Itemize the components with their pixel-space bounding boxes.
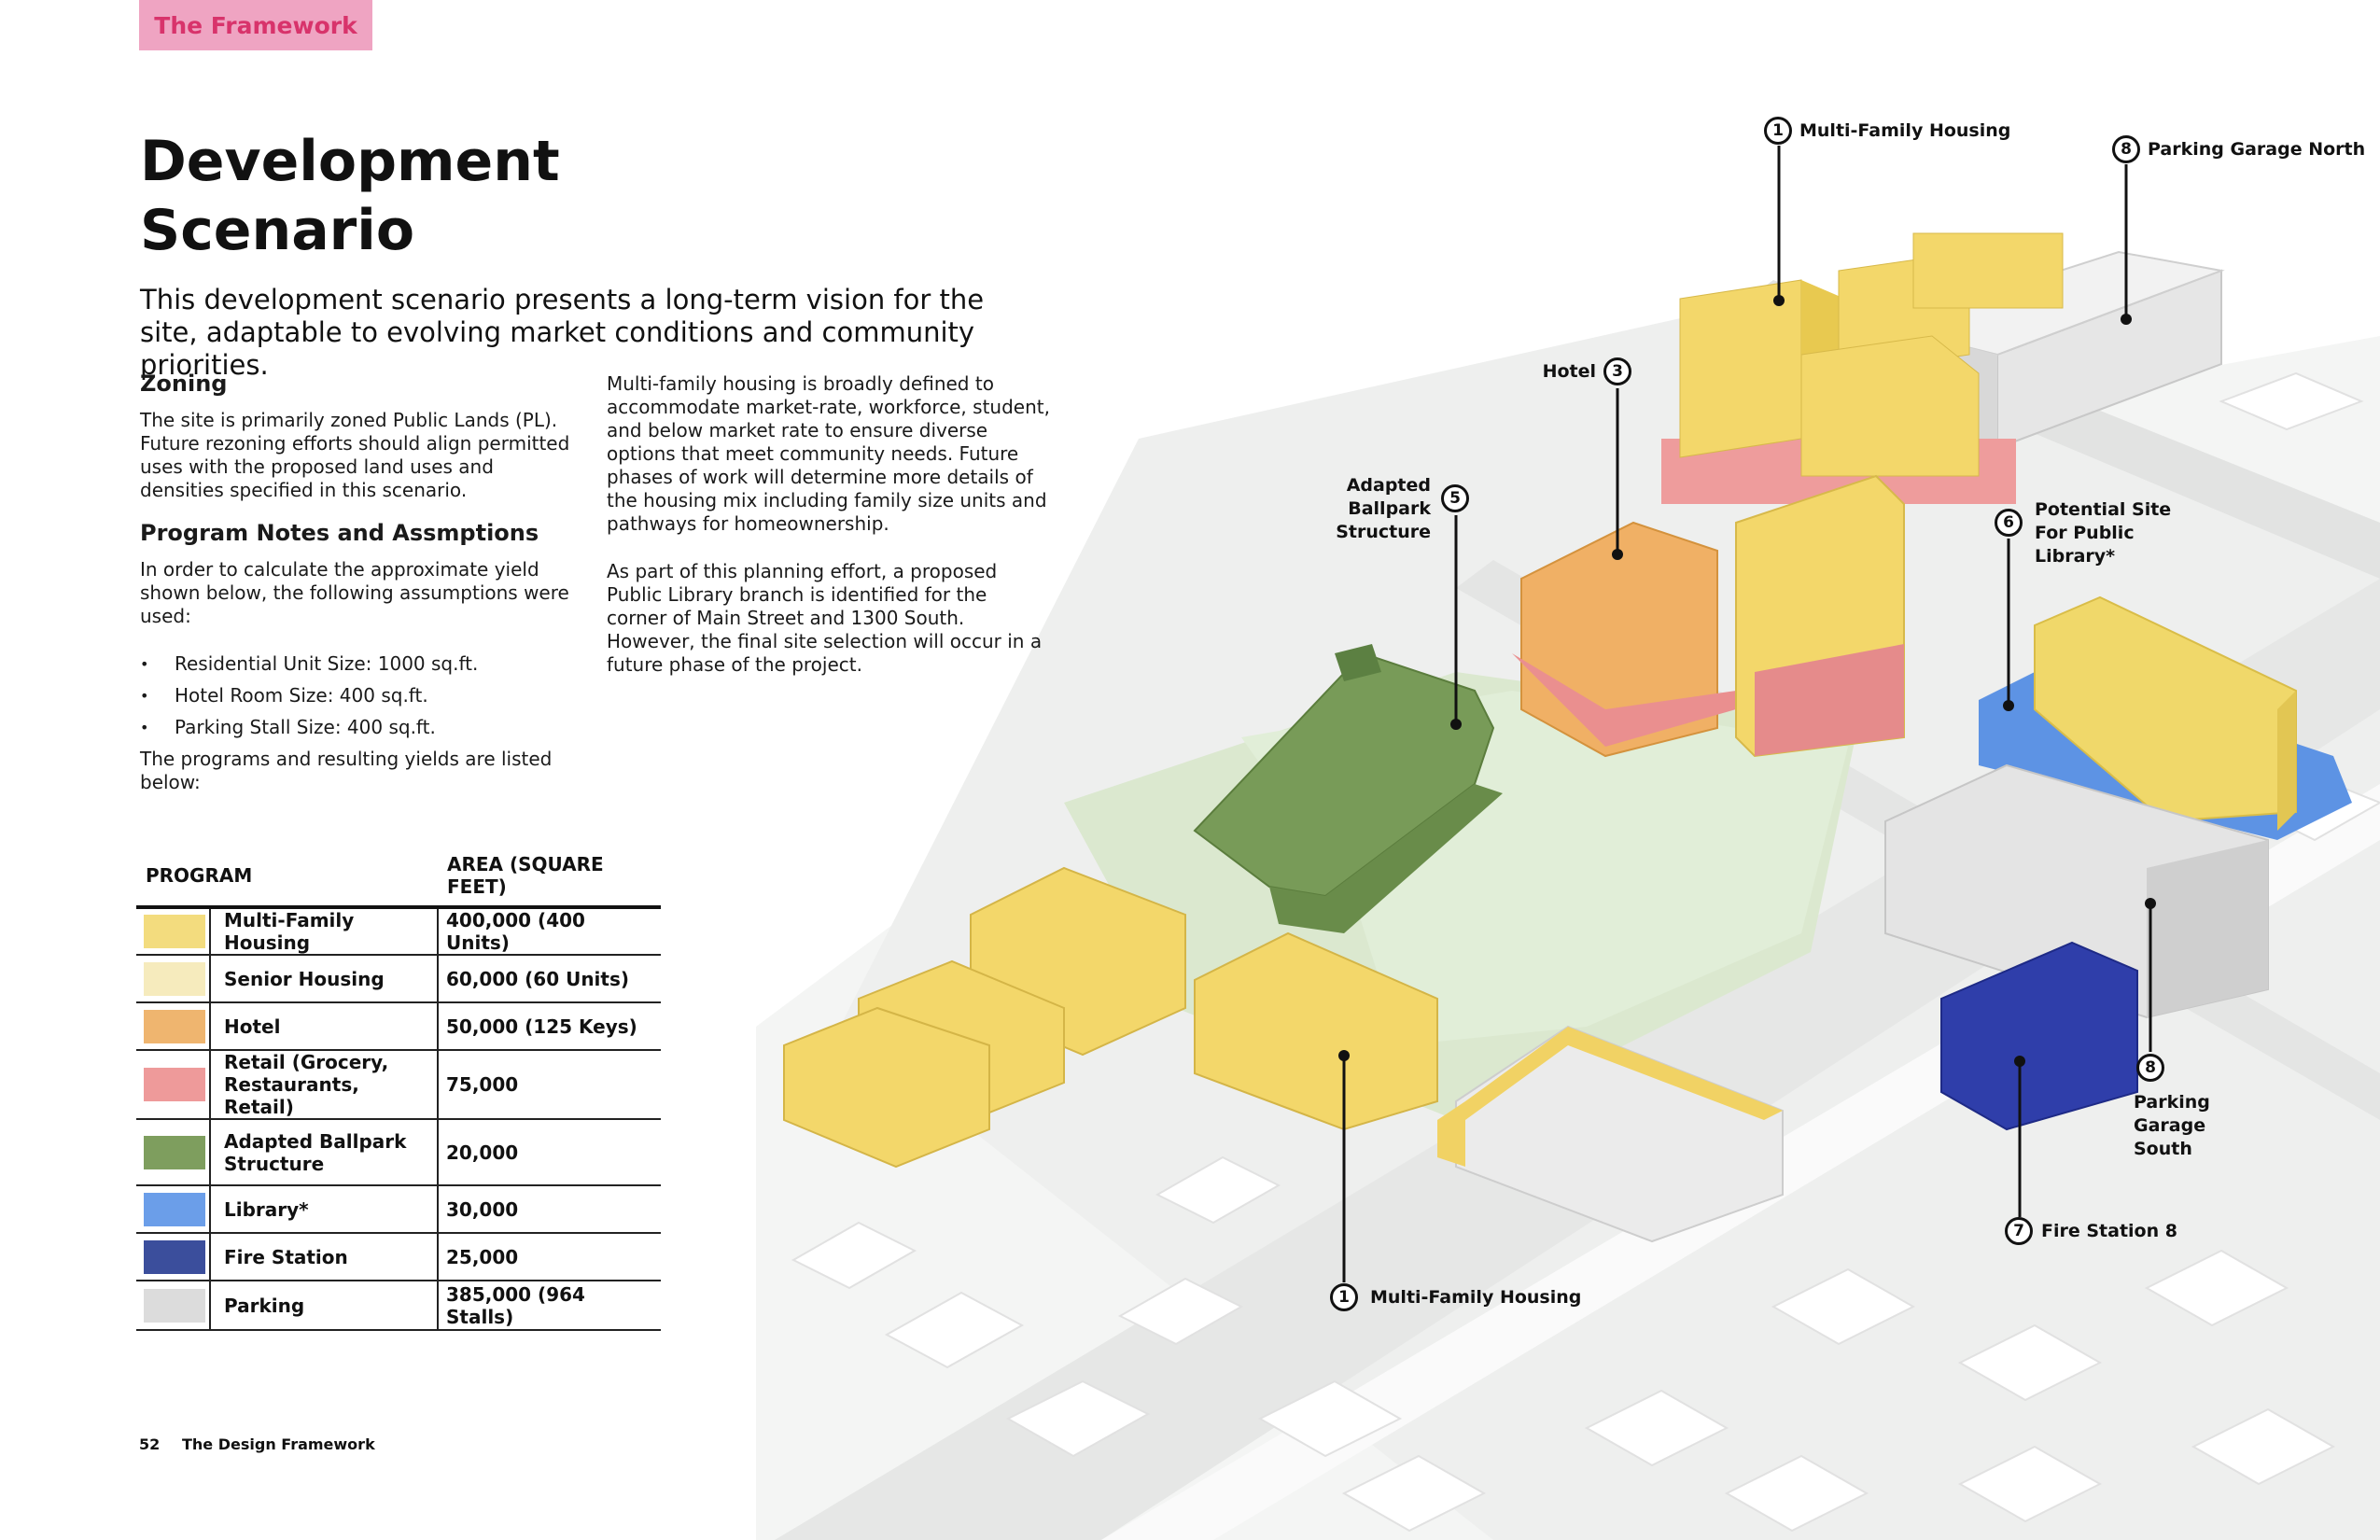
color-swatch — [144, 1068, 205, 1101]
lead-paragraph: This development scenario presents a lon… — [140, 284, 985, 381]
zoning-heading: Zoning — [140, 371, 228, 397]
left-column: Zoning The site is primarily zoned Publi… — [140, 370, 579, 794]
color-swatch — [144, 1239, 205, 1274]
table-row: Adapted Ballpark Structure 20,000 — [136, 1119, 661, 1186]
assumption-item: Hotel Room Size: 400 sq.ft. — [140, 684, 579, 707]
section-tab: The Framework — [139, 0, 372, 50]
program-area: 50,000 (125 Keys) — [438, 1002, 661, 1051]
program-name: Retail (Grocery, Restaurants, Retail) — [210, 1050, 439, 1120]
callout-number: 1 — [1764, 117, 1792, 145]
table-row: Multi-Family Housing 400,000 (400 Units) — [136, 907, 661, 956]
callout-number: 7 — [2005, 1217, 2033, 1245]
program-name: Parking — [210, 1281, 439, 1331]
table-row: Hotel 50,000 (125 Keys) — [136, 1002, 661, 1051]
callout-number: 1 — [1330, 1283, 1358, 1311]
program-notes-intro: In order to calculate the approximate yi… — [140, 558, 569, 627]
program-area: 60,000 (60 Units) — [438, 955, 661, 1003]
color-swatch — [144, 1288, 205, 1323]
callout-number: 8 — [2136, 1054, 2164, 1082]
callout-label: Fire Station 8 — [2041, 1221, 2177, 1241]
color-swatch — [144, 1135, 205, 1169]
column-header-area: AREA (SQUARE FEET) — [438, 849, 661, 909]
callout-label: Multi-Family Housing — [1370, 1287, 1582, 1308]
callout-number: 8 — [2112, 135, 2140, 163]
program-area: 400,000 (400 Units) — [438, 907, 661, 956]
color-swatch — [144, 961, 205, 996]
assumption-item: Parking Stall Size: 400 sq.ft. — [140, 716, 579, 739]
zoning-body: The site is primarily zoned Public Lands… — [140, 409, 570, 501]
callout-label: Hotel — [1542, 361, 1596, 382]
program-name: Senior Housing — [210, 955, 439, 1003]
program-area: 20,000 — [438, 1119, 661, 1186]
table-row: Library* 30,000 — [136, 1185, 661, 1234]
callout-label: Parking Garage North — [2148, 139, 2366, 160]
program-name: Fire Station — [210, 1233, 439, 1281]
callout-label: Adapted Ballpark Structure — [1336, 475, 1431, 542]
footer-section-title: The Design Framework — [182, 1435, 375, 1453]
program-notes-heading: Program Notes and Assmptions — [140, 520, 539, 546]
callout-number: 3 — [1603, 357, 1631, 385]
callout-number: 5 — [1441, 484, 1469, 512]
table-row: Senior Housing 60,000 (60 Units) — [136, 955, 661, 1003]
page-number: 52 — [139, 1435, 161, 1453]
program-table: PROGRAM AREA (SQUARE FEET) Multi-Family … — [136, 849, 661, 1331]
table-row: Retail (Grocery, Restaurants, Retail) 75… — [136, 1050, 661, 1120]
assumption-item: Residential Unit Size: 1000 sq.ft. — [140, 652, 579, 676]
program-name: Adapted Ballpark Structure — [210, 1119, 439, 1186]
page-title: Development Scenario — [140, 129, 560, 263]
housing-paragraph: Multi-family housing is broadly defined … — [607, 372, 1050, 535]
table-header-row: PROGRAM AREA (SQUARE FEET) — [136, 849, 661, 909]
program-name: Hotel — [210, 1002, 439, 1051]
callout-label: Potential Site For Public Library* — [2035, 499, 2172, 567]
callout-number: 6 — [1995, 509, 2023, 537]
table-row: Fire Station 25,000 — [136, 1233, 661, 1281]
program-notes-outro: The programs and resulting yields are li… — [140, 748, 553, 793]
program-area: 30,000 — [438, 1185, 661, 1234]
callout-label: Multi-Family Housing — [1799, 120, 2011, 141]
program-name: Multi-Family Housing — [210, 907, 439, 956]
table-row: Parking 385,000 (964 Stalls) — [136, 1281, 661, 1331]
program-area: 75,000 — [438, 1050, 661, 1120]
color-swatch — [144, 1009, 205, 1043]
program-area: 385,000 (964 Stalls) — [438, 1281, 661, 1331]
color-swatch — [144, 915, 205, 948]
right-column: Multi-family housing is broadly defined … — [607, 372, 1050, 677]
color-swatch — [144, 1192, 205, 1226]
library-paragraph: As part of this planning effort, a propo… — [607, 560, 1043, 676]
program-area: 25,000 — [438, 1233, 661, 1281]
program-name: Library* — [210, 1185, 439, 1234]
assumption-list: Residential Unit Size: 1000 sq.ft. Hotel… — [140, 652, 579, 739]
column-header-program: PROGRAM — [136, 849, 438, 909]
callout-label: Parking Garage South — [2134, 1092, 2210, 1159]
